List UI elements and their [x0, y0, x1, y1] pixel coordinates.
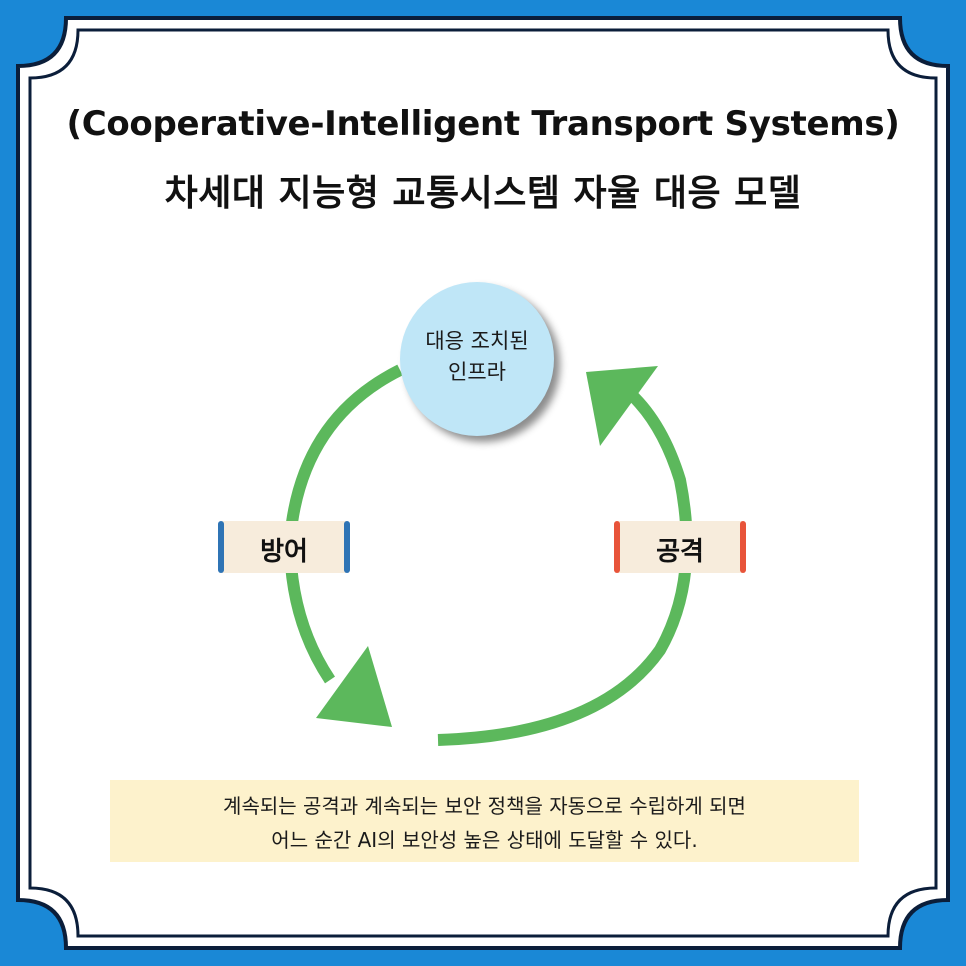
attack-label: 공격	[614, 521, 746, 573]
caption-line-2: 어느 순간 AI의 보안성 높은 상태에 도달할 수 있다.	[271, 828, 698, 852]
defense-accent-left	[218, 521, 224, 573]
title-korean: 차세대 지능형 교통시스템 자율 대응 모델	[164, 173, 802, 214]
attack-label-text: 공격	[656, 537, 704, 567]
infrastructure-node-line1: 대응 조치된	[425, 329, 529, 353]
cycle-arrow-right-head	[586, 366, 658, 446]
cycle-arrow-left-head	[316, 646, 392, 727]
title-english: (Cooperative-Intelligent Transport Syste…	[66, 104, 900, 144]
frame-inner-border	[28, 28, 938, 938]
infrastructure-node-line2: 인프라	[448, 360, 506, 384]
infrastructure-node: 대응 조치된 인프라	[400, 282, 554, 436]
attack-accent-right	[740, 521, 746, 573]
caption-box: 계속되는 공격과 계속되는 보안 정책을 자동으로 수립하게 되면 어느 순간 …	[110, 780, 859, 862]
infrastructure-node-text: 대응 조치된 인프라	[400, 326, 554, 388]
defense-accent-right	[344, 521, 350, 573]
cycle-arrow-right	[437, 380, 693, 746]
defense-label: 방어	[218, 521, 350, 573]
attack-accent-left	[614, 521, 620, 573]
caption-line-1: 계속되는 공격과 계속되는 보안 정책을 자동으로 수립하게 되면	[223, 794, 746, 818]
defense-label-text: 방어	[260, 537, 308, 567]
